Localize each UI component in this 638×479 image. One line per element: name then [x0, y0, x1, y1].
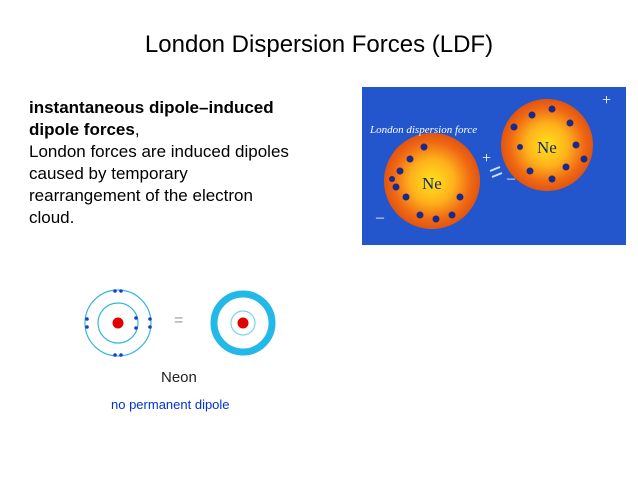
- body-line-5: rearrangement of the electron: [29, 185, 359, 207]
- ldf-illustration: London dispersion force Ne Ne + + – –: [362, 87, 626, 245]
- ne-label-left: Ne: [422, 174, 442, 193]
- neon-caption: Neon: [161, 369, 197, 387]
- body-line-3: London forces are induced dipoles: [29, 141, 359, 163]
- bohr-nucleus: [113, 318, 124, 329]
- plus-sign-middle: +: [482, 150, 491, 167]
- ne-label-right: Ne: [537, 138, 557, 157]
- body-line-6: cloud.: [29, 207, 359, 229]
- no-dipole-caption: no permanent dipole: [111, 397, 230, 413]
- body-line-4: caused by temporary: [29, 163, 359, 185]
- comma: ,: [135, 120, 140, 139]
- slide-title: London Dispersion Forces (LDF): [0, 30, 638, 60]
- slide-body-text: instantaneous dipole–induced dipole forc…: [29, 97, 359, 229]
- minus-sign-bottom: –: [375, 209, 385, 226]
- body-line-1: instantaneous dipole–induced: [29, 97, 359, 119]
- equals-sign: =: [174, 312, 183, 329]
- neon-diagram: =: [80, 285, 300, 415]
- ldf-label: London dispersion force: [369, 124, 477, 136]
- minus-sign-middle: –: [506, 170, 516, 187]
- bold-term-line-1: instantaneous dipole–induced: [29, 98, 274, 117]
- body-line-2: dipole forces,: [29, 119, 359, 141]
- bold-term-line-2: dipole forces: [29, 120, 135, 139]
- cloud-nucleus: [238, 318, 249, 329]
- plus-sign-top: +: [602, 92, 611, 109]
